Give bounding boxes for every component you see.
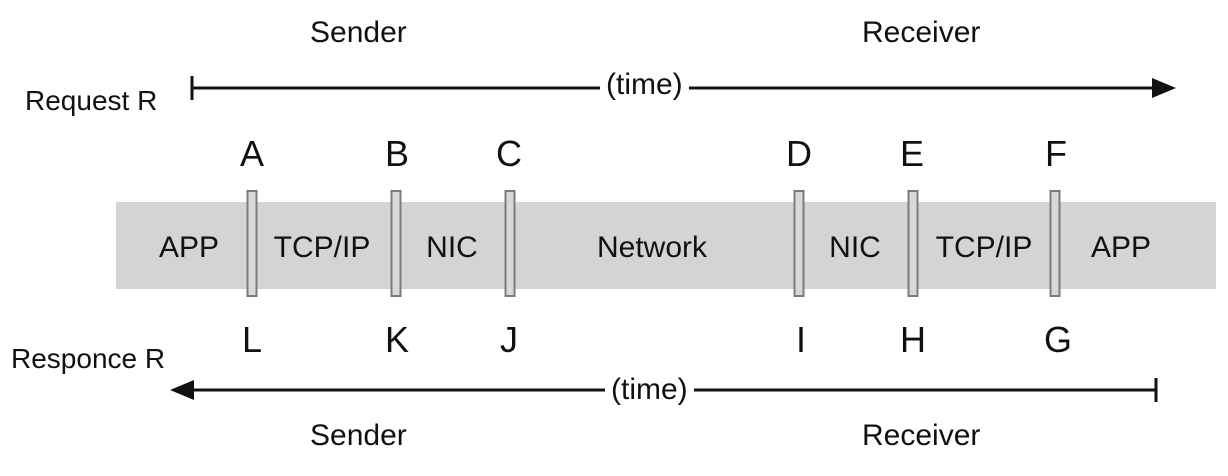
response-row-label: Responce R [11, 343, 166, 374]
stack-band [116, 202, 1216, 289]
point-label-F: F [1045, 133, 1067, 174]
boundary-bar-FG [1049, 190, 1061, 297]
segment-network: Network [596, 231, 708, 264]
point-label-K: K [384, 319, 410, 360]
point-label-L: L [241, 319, 263, 360]
point-label-E: E [899, 133, 925, 174]
top-receiver-label: Receiver [862, 16, 981, 49]
boundary-bar-EH [907, 190, 919, 297]
boundary-bar-CJ [504, 190, 516, 297]
top-sender-label: Sender [310, 16, 407, 49]
segment-receiver-tcpip: TCP/IP [935, 231, 1033, 264]
point-label-G: G [1043, 319, 1073, 360]
bottom-sender-label: Sender [310, 419, 407, 452]
point-label-D: D [786, 133, 812, 174]
point-label-C: C [496, 133, 522, 174]
request-time-label: (time) [600, 70, 689, 100]
point-label-J: J [500, 319, 518, 360]
boundary-bar-AL [246, 190, 258, 297]
point-label-A: A [239, 133, 265, 174]
bottom-receiver-label: Receiver [862, 419, 981, 452]
segment-sender-nic: NIC [426, 231, 478, 264]
response-arrowhead [170, 380, 194, 400]
response-time-label: (time) [605, 375, 694, 405]
request-row-label: Request R [25, 85, 158, 116]
point-label-B: B [384, 133, 410, 174]
segment-sender-tcpip: TCP/IP [273, 231, 371, 264]
boundary-bar-DI [793, 190, 805, 297]
segment-receiver-nic: NIC [829, 231, 881, 264]
request-arrowhead [1152, 78, 1176, 98]
boundary-bar-BK [390, 190, 402, 297]
point-label-H: H [900, 319, 926, 360]
segment-sender-app: APP [158, 231, 220, 264]
point-label-I: I [795, 319, 807, 360]
segment-receiver-app: APP [1090, 231, 1152, 264]
